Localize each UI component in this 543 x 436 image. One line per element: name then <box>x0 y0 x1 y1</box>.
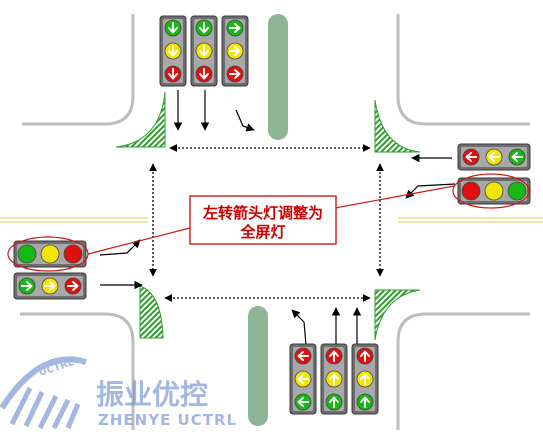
callout-line1: 左转箭头灯调整为 <box>202 204 323 222</box>
signal-head-east-full <box>457 177 531 205</box>
lamp-yellow <box>484 181 504 201</box>
signal-head-west-arrow <box>13 272 87 300</box>
callout-ellipse-east <box>452 173 530 209</box>
signal-head-north <box>159 15 249 87</box>
road-edge-ne <box>396 14 530 126</box>
arrow-east-right <box>405 183 456 199</box>
lane-lines <box>0 217 543 223</box>
signal-head-south-column-1 <box>320 343 348 415</box>
callout-box <box>189 195 337 245</box>
signal-heads <box>13 15 531 415</box>
lamp-red <box>461 181 481 201</box>
road-edge-se <box>396 312 530 430</box>
movement-arrows <box>99 90 456 346</box>
curb-island-sw <box>139 285 164 339</box>
signal-head-south-column-0 <box>289 343 317 415</box>
curb-island-nw <box>115 91 166 148</box>
lamp-red <box>63 244 83 264</box>
arrow-south-right <box>291 309 307 346</box>
callout: 左转箭头灯调整为 全屏灯 <box>7 173 530 272</box>
curb-islands <box>115 91 421 341</box>
signal-head-east-arrow <box>457 143 531 171</box>
signal-head-south <box>289 343 379 415</box>
watermark: UCTRL 振业优控 ZHENYE UCTRL <box>0 356 237 430</box>
signal-head-north-column-2 <box>221 15 249 87</box>
lamp-green <box>507 181 527 201</box>
median-south <box>248 306 268 426</box>
signal-head-north-column-1 <box>190 15 218 87</box>
signal-head-south-column-2 <box>351 343 379 415</box>
lamp-yellow <box>40 244 60 264</box>
crosswalk-lines <box>149 144 384 302</box>
signal-head-west-full <box>13 240 87 268</box>
road-edge-nw <box>22 14 135 126</box>
curb-island-ne <box>374 99 421 153</box>
callout-line2: 全屏灯 <box>239 223 285 241</box>
watermark-brand-cn: 振业优控 <box>96 378 208 411</box>
watermark-brand-en: ZHENYE UCTRL <box>98 411 237 429</box>
arrow-west-left <box>99 239 141 256</box>
lamp-green <box>17 244 37 264</box>
road-edges <box>20 14 530 430</box>
callout-leader-east <box>334 185 455 209</box>
curb-island-se <box>374 289 421 341</box>
callout-leader-west <box>87 227 191 255</box>
signal-head-north-column-0 <box>159 15 187 87</box>
median-north <box>268 14 288 140</box>
arrow-north-right <box>235 109 255 132</box>
road-edge-sw <box>20 312 135 430</box>
watermark-logo-icon: UCTRL <box>0 356 87 430</box>
